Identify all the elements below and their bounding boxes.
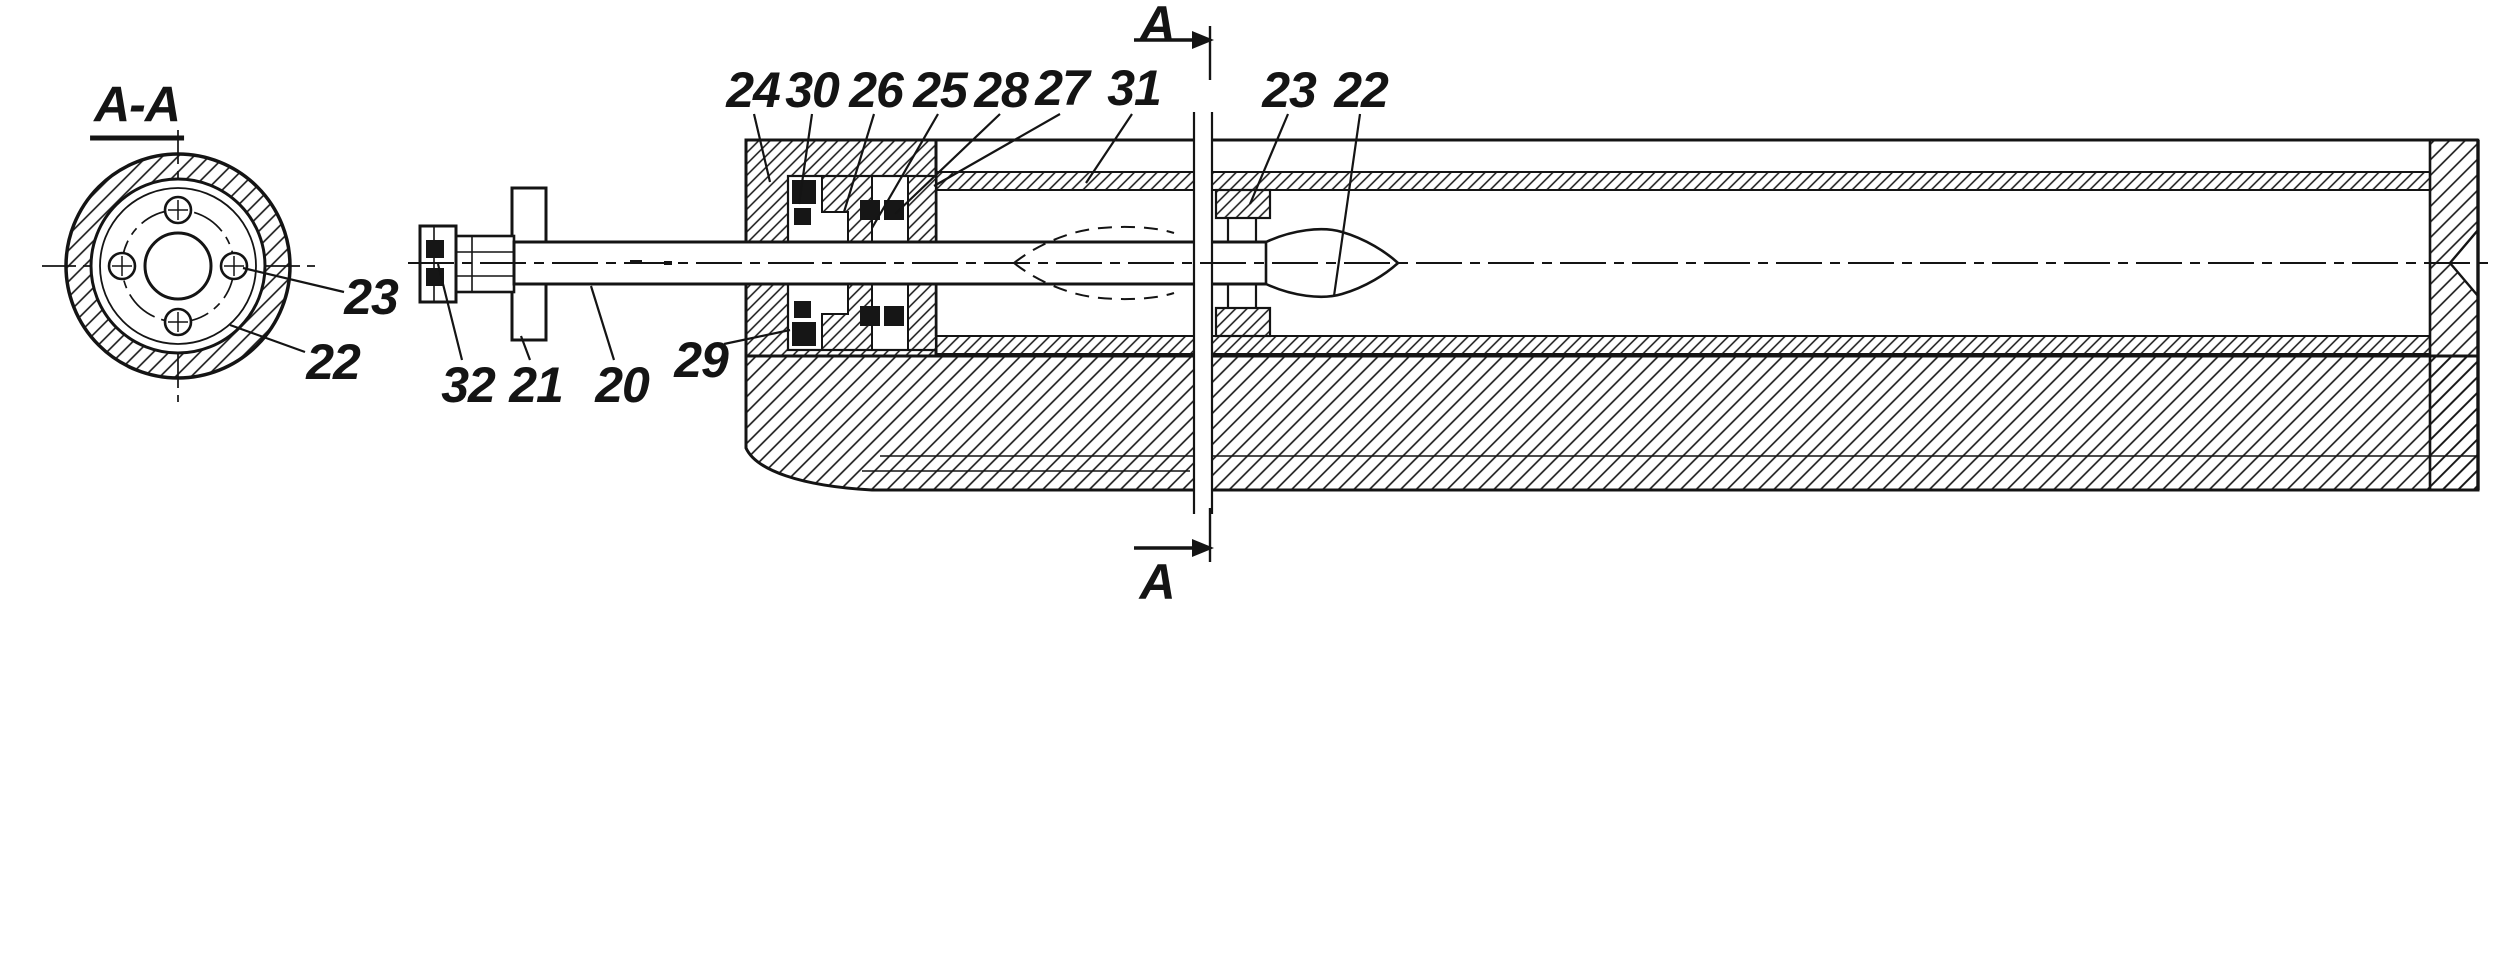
section-view-title: A-A: [90, 80, 184, 141]
callout-20: 20: [595, 357, 650, 413]
callout-25: 25: [913, 62, 968, 118]
hidden-contour: [1013, 225, 1175, 301]
bolt-hole-centermarks: [112, 200, 244, 332]
callout-31: 31: [1107, 60, 1162, 116]
callout-30: 30: [785, 62, 840, 118]
cut-plane-label-bottom: A: [1139, 554, 1175, 610]
callout-29: 29: [674, 332, 729, 388]
section-marker-top: [1134, 26, 1214, 80]
sleeve: [452, 234, 516, 294]
callout-27: 27: [1035, 60, 1090, 116]
callout-26: 26: [849, 62, 904, 118]
callout-section-23: 23: [344, 269, 399, 325]
section-view-aa: [42, 130, 345, 402]
main-section: [408, 26, 2496, 562]
callout-21: 21: [509, 357, 564, 413]
seal-stack-bottom: [792, 283, 937, 351]
callout-32: 32: [441, 357, 496, 413]
casing-body: [744, 354, 2480, 492]
center-hole: [143, 231, 213, 301]
section-arrow-top-icon: [1192, 31, 1214, 49]
section-plane: [1192, 112, 1214, 514]
section-marker-bottom: [1134, 508, 1214, 562]
callout-22: 22: [1334, 62, 1389, 118]
leader-lines: [436, 113, 1362, 361]
cut-plane-label-top: A: [1139, 0, 1175, 52]
end-wall: [2428, 138, 2480, 492]
tube-inner-circle: [99, 187, 257, 345]
callout-28: 28: [974, 62, 1029, 118]
callout-section-22: 22: [306, 334, 361, 390]
callout-23: 23: [1262, 62, 1317, 118]
section-arrow-bottom-icon: [1192, 539, 1214, 557]
section-view-leaders: [229, 266, 345, 354]
callout-24: 24: [726, 62, 781, 118]
inner-tube-bottom-wall: [935, 335, 2431, 355]
inner-tube-top-wall: [935, 171, 2431, 191]
